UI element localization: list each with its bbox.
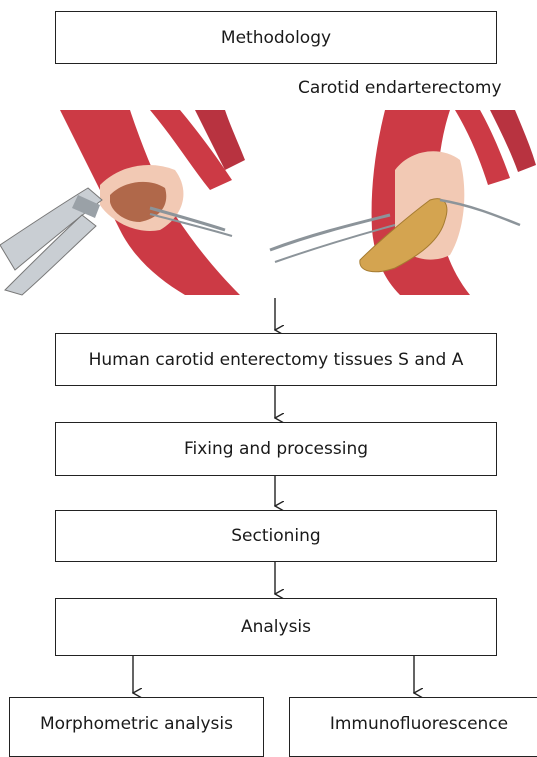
step-label: Human carotid enterectomy tissues S and …: [89, 350, 464, 370]
step-box-analysis: Analysis: [55, 598, 497, 656]
step-label: Fixing and processing: [184, 439, 368, 459]
output-box-immunofluorescence: Immunofluorescence: [289, 697, 537, 757]
step-box-fixing: Fixing and processing: [55, 422, 497, 476]
step-box-tissues: Human carotid enterectomy tissues S and …: [55, 333, 497, 386]
step-label: Analysis: [241, 617, 311, 637]
left-surgery-illustration: [0, 110, 245, 295]
step-label: Sectioning: [231, 526, 320, 546]
right-surgery-illustration: [270, 110, 536, 295]
output-label: Immunofluorescence: [330, 714, 508, 734]
output-label: Morphometric analysis: [40, 714, 233, 734]
step-box-sectioning: Sectioning: [55, 510, 497, 562]
output-box-morphometric: Morphometric analysis: [9, 697, 264, 757]
